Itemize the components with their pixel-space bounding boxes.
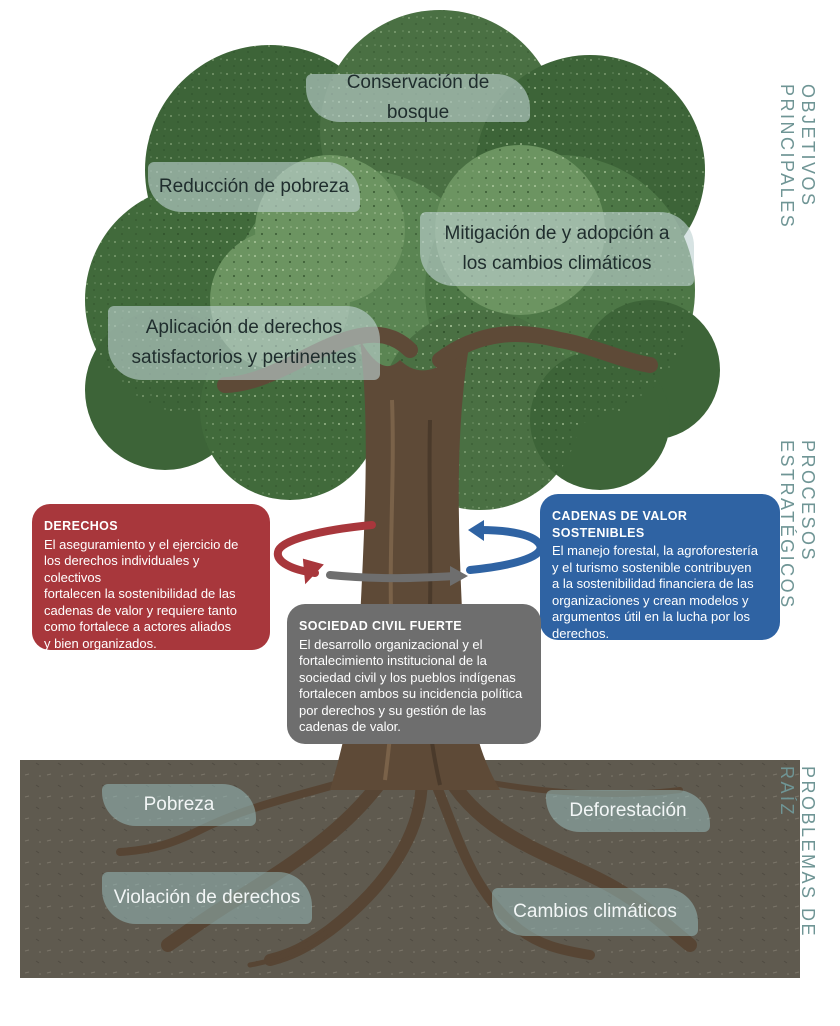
root-violacion-derechos: Violación de derechos <box>102 872 312 924</box>
side-label-objetivos: OBJETIVOS PRINCIPALES <box>777 84 818 230</box>
objective-mitigacion: Mitigación de y adopción a los cambios c… <box>420 212 694 286</box>
card-sociedad-body: El desarrollo organizacional y el fortal… <box>299 636 523 735</box>
card-sociedad-title: SOCIEDAD CIVIL FUERTE <box>299 619 463 633</box>
card-sociedad: SOCIEDAD CIVIL FUERTE El desarrollo orga… <box>287 604 541 744</box>
side-label-procesos: PROCESOS ESTRATÉGICOS <box>777 440 818 610</box>
objective-aplicacion-derechos: Aplicación de derechos satisfactorios y … <box>108 306 380 380</box>
blue-arrowhead <box>468 520 484 541</box>
card-cadenas-title: CADENAS DE VALOR SOSTENIBLES <box>552 509 688 540</box>
card-cadenas-body: El manejo forestal, la agroforestería y … <box>552 543 758 641</box>
root-deforestacion: Deforestación <box>546 790 710 832</box>
card-derechos-body: El aseguramiento y el ejercicio de los d… <box>44 536 239 651</box>
root-pobreza: Pobreza <box>102 784 256 826</box>
grey-arrowhead <box>450 566 468 586</box>
objective-reduccion-pobreza: Reducción de pobreza <box>148 162 360 212</box>
root-cambios-climaticos: Cambios climáticos <box>492 888 698 936</box>
side-label-problemas: PROBLEMAS DE RAÍZ <box>777 766 818 939</box>
card-cadenas: CADENAS DE VALOR SOSTENIBLES El manejo f… <box>540 494 780 641</box>
card-derechos-title: DERECHOS <box>44 519 119 533</box>
objective-conservacion: Conservación de bosque <box>306 72 530 123</box>
red-arrowhead <box>302 558 324 585</box>
card-derechos: DERECHOS El aseguramiento y el ejercicio… <box>32 504 270 651</box>
